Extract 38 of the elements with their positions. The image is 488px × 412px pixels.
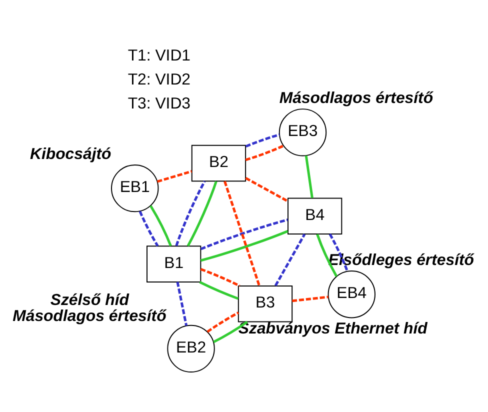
connector	[292, 296, 328, 302]
legend-label: T1: VID1	[128, 48, 191, 65]
connector	[138, 210, 159, 247]
connector	[328, 234, 349, 272]
connector	[150, 205, 172, 246]
node-box: B1	[146, 246, 202, 282]
connector	[199, 281, 239, 300]
node-circle: EB1	[111, 164, 159, 212]
connector	[245, 133, 280, 148]
node-label: Elsődleges értesítő	[328, 252, 474, 269]
connector	[304, 156, 314, 198]
connector	[316, 234, 338, 277]
node-circle: EB4	[328, 270, 376, 318]
connector	[274, 234, 306, 286]
connector	[213, 320, 248, 344]
node-label: Másodlagos értesítő	[12, 308, 166, 326]
legend-label: T2: VID2	[128, 72, 191, 88]
connector	[200, 268, 240, 287]
node-label: Másodlagos értesítő	[279, 90, 434, 107]
node-circle: EB3	[278, 108, 327, 156]
node-box: B4	[288, 198, 342, 234]
node-box: B2	[191, 144, 246, 182]
connector	[224, 180, 260, 286]
legend-label: T3: VID3	[128, 95, 191, 112]
connector	[245, 177, 288, 202]
node-label: Kibocsájtó	[30, 146, 112, 163]
connector	[200, 230, 288, 262]
connector	[175, 180, 206, 246]
connector	[206, 312, 239, 333]
connector	[186, 180, 218, 246]
node-box: B3	[238, 285, 293, 322]
connector	[156, 170, 192, 183]
node-label: Szabványos Ethernet híd	[238, 320, 428, 338]
node-label: Szélső híd	[50, 292, 129, 310]
connector	[176, 282, 188, 326]
connector	[200, 218, 288, 250]
connector	[245, 144, 284, 162]
node-circle: EB2	[167, 324, 215, 373]
